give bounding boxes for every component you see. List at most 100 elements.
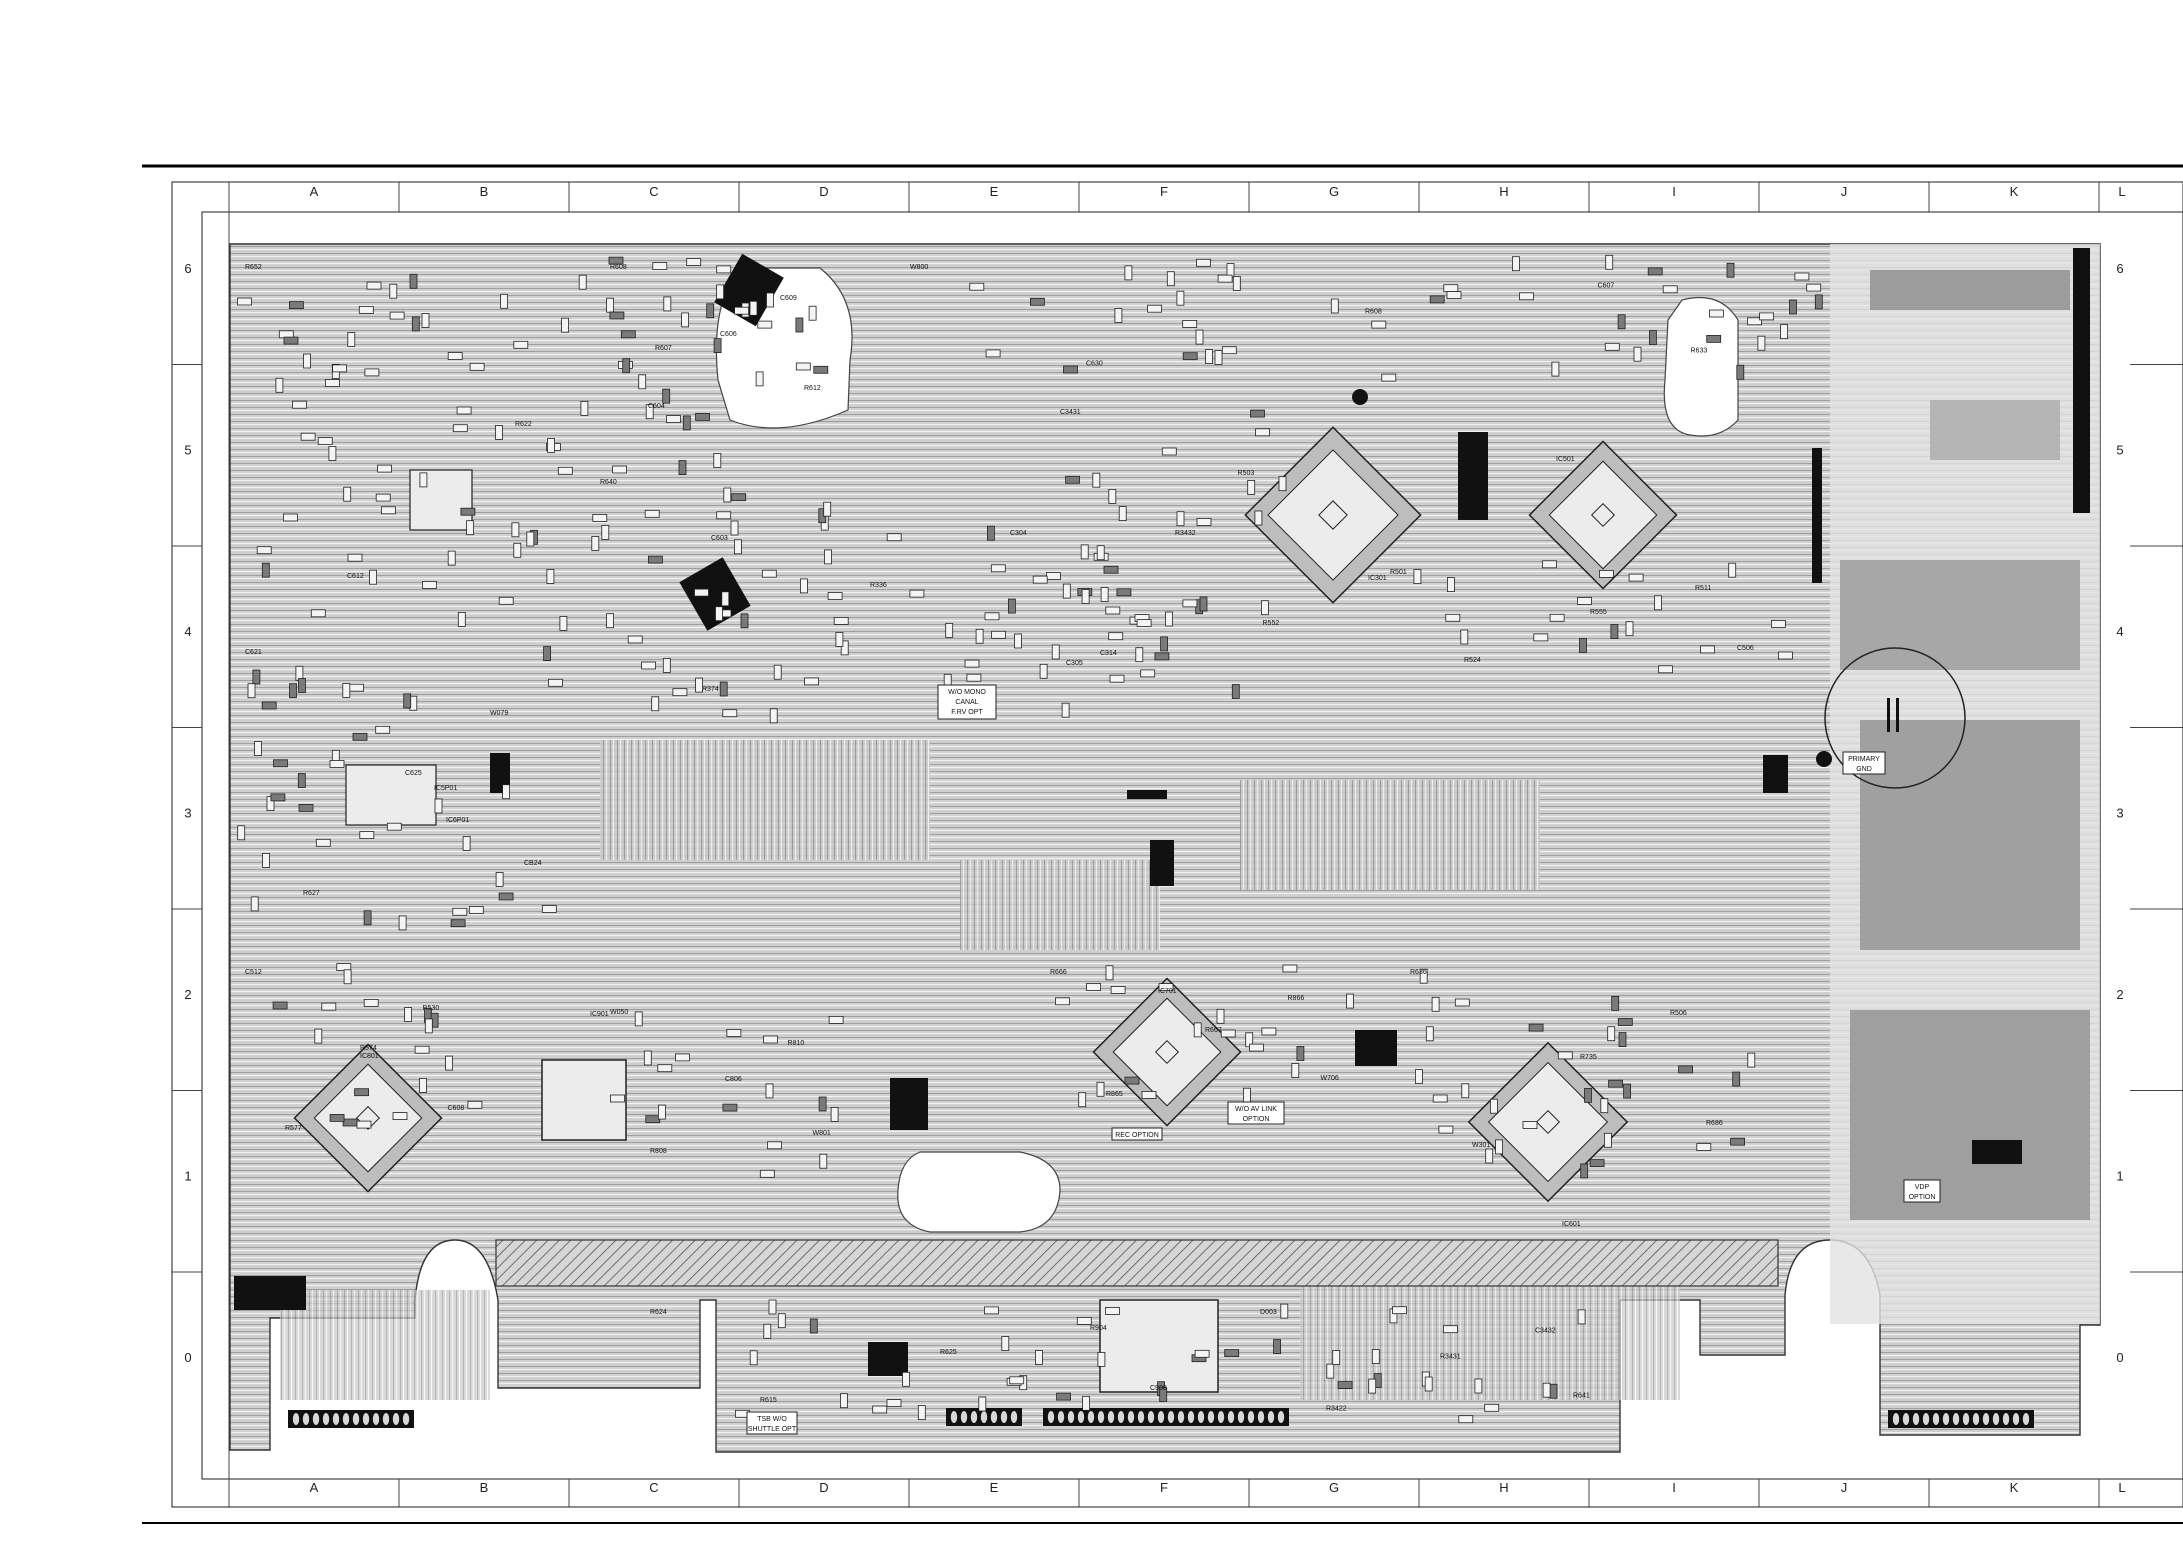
smd-part bbox=[662, 388, 671, 404]
row-label-5-right: 5 bbox=[2116, 443, 2123, 458]
smd-part bbox=[663, 296, 672, 312]
smd-part bbox=[1458, 1415, 1474, 1424]
smd-part bbox=[1250, 409, 1265, 418]
smd-part bbox=[652, 262, 668, 270]
smd-part bbox=[495, 424, 503, 440]
smd-part bbox=[1438, 1125, 1454, 1134]
smd-part bbox=[1100, 587, 1109, 602]
power-trace-block bbox=[1860, 720, 2080, 950]
smd-part bbox=[808, 305, 817, 321]
smd-part bbox=[1124, 1076, 1140, 1085]
smd-part bbox=[409, 273, 418, 289]
label-shuttle-option: TSB W/O SHUTTLE OPT bbox=[746, 1411, 798, 1435]
smd-part bbox=[460, 507, 476, 516]
pin-headers bbox=[288, 1408, 2034, 1428]
smd-part bbox=[1035, 1350, 1043, 1365]
smd-part bbox=[1495, 1139, 1503, 1155]
column-label-i-bottom: I bbox=[1672, 1480, 1676, 1495]
smd-part bbox=[777, 1313, 786, 1329]
smd-part bbox=[1055, 997, 1070, 1006]
smd-part bbox=[1607, 1026, 1616, 1042]
smd-part bbox=[1617, 1018, 1633, 1026]
smd-part bbox=[252, 669, 261, 685]
smd-part bbox=[620, 330, 636, 339]
smd-part bbox=[1330, 298, 1339, 314]
smd-part bbox=[627, 635, 643, 644]
smd-part bbox=[1415, 1069, 1423, 1084]
smd-part bbox=[1759, 312, 1774, 321]
row-label-0-left: 0 bbox=[184, 1350, 191, 1365]
smd-part bbox=[1610, 624, 1619, 639]
smd-part bbox=[421, 313, 430, 328]
smd-part bbox=[723, 487, 732, 503]
pin bbox=[1010, 1411, 1018, 1423]
smd-part bbox=[419, 472, 428, 488]
smd-part bbox=[1078, 1092, 1087, 1108]
smd-part bbox=[297, 773, 306, 788]
smd-part bbox=[422, 581, 438, 589]
test-point bbox=[1816, 751, 1832, 767]
smd-part bbox=[1261, 600, 1269, 616]
smd-part bbox=[1082, 1395, 1090, 1411]
smd-part bbox=[634, 1011, 643, 1027]
smd-part bbox=[247, 683, 256, 699]
column-label-e-bottom: E bbox=[990, 1480, 999, 1495]
pin bbox=[1962, 1413, 1970, 1425]
smd-part bbox=[1205, 349, 1213, 365]
jumper-block bbox=[890, 1078, 928, 1130]
smd-part bbox=[813, 365, 829, 374]
smd-part bbox=[1061, 702, 1070, 718]
smd-part bbox=[288, 301, 304, 310]
smd-part bbox=[824, 549, 832, 565]
smd-part bbox=[548, 678, 563, 687]
pin bbox=[1932, 1413, 1940, 1425]
smd-part bbox=[969, 282, 985, 291]
trace-region bbox=[600, 740, 930, 860]
smd-part bbox=[359, 831, 375, 839]
component-ref-r374: R374 bbox=[702, 686, 719, 693]
smd-part bbox=[1136, 619, 1152, 627]
smd-part bbox=[713, 338, 722, 354]
pin bbox=[382, 1413, 390, 1425]
smd-part bbox=[1392, 1306, 1407, 1315]
smd-part bbox=[1443, 1325, 1458, 1334]
smd-part bbox=[686, 258, 702, 266]
smd-components bbox=[237, 254, 1823, 1424]
smd-part bbox=[546, 569, 555, 584]
pin bbox=[1047, 1411, 1055, 1423]
jumper-block bbox=[679, 557, 751, 631]
smd-part bbox=[1194, 1349, 1210, 1358]
smd-part bbox=[606, 297, 614, 313]
column-label-a-bottom: A bbox=[310, 1480, 319, 1495]
shuttle-option-line1: TSB W/O bbox=[757, 1416, 787, 1423]
smd-part bbox=[347, 332, 356, 347]
smd-part bbox=[1108, 632, 1124, 641]
grid-divisions bbox=[172, 182, 2183, 1507]
smd-part bbox=[643, 1050, 652, 1066]
component-ref-r336: R336 bbox=[870, 582, 887, 589]
smd-part bbox=[1647, 267, 1663, 276]
smd-part bbox=[356, 1120, 372, 1129]
smd-part bbox=[694, 588, 709, 597]
smd-part bbox=[411, 316, 420, 332]
smd-part bbox=[1771, 620, 1786, 628]
component-ref-c630: C630 bbox=[1086, 361, 1103, 368]
smd-part bbox=[1485, 1148, 1494, 1164]
smd-part bbox=[1528, 1023, 1544, 1032]
smd-part bbox=[389, 311, 405, 320]
smd-part bbox=[1161, 447, 1177, 456]
smd-part bbox=[726, 1029, 742, 1037]
smd-part bbox=[375, 493, 391, 502]
smd-part bbox=[380, 506, 396, 515]
smd-part bbox=[1291, 1063, 1300, 1078]
smd-part bbox=[580, 400, 589, 416]
smd-part bbox=[1584, 1088, 1592, 1103]
column-label-f-bottom: F bbox=[1160, 1480, 1168, 1495]
pin bbox=[1127, 1411, 1135, 1423]
smd-part bbox=[237, 297, 252, 306]
ic-qfp-ic601 bbox=[1467, 1041, 1629, 1203]
smd-part bbox=[666, 415, 681, 424]
smd-part bbox=[734, 306, 749, 315]
smd-part bbox=[1780, 324, 1788, 340]
component-ref-c314: C314 bbox=[1100, 650, 1117, 657]
